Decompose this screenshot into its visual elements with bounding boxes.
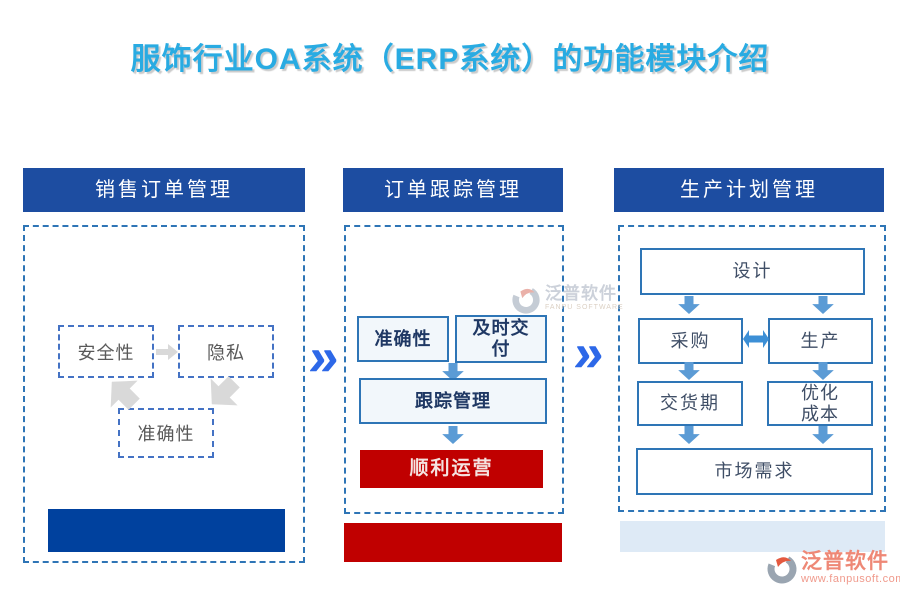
box-privacy: 隐私 xyxy=(178,325,274,378)
panel-production-plan: 设计 采购 生产 交货期 优化成本 市场需求 xyxy=(618,225,886,512)
column-header-order-tracking: 订单跟踪管理 xyxy=(343,168,563,212)
arrow-down-icon xyxy=(678,426,700,444)
column-header-production-plan: 生产计划管理 xyxy=(614,168,884,212)
double-chevron-icon: » xyxy=(570,323,608,383)
box-accuracy: 准确性 xyxy=(357,316,449,362)
box-accuracy: 准确性 xyxy=(118,408,214,458)
arrow-down-icon xyxy=(678,296,700,314)
page-title: 服饰行业OA系统（ERP系统）的功能模块介绍 xyxy=(130,43,770,76)
box-timely-delivery-label: 及时交付 xyxy=(472,318,530,359)
box-cost-optimization: 优化成本 xyxy=(767,381,873,426)
watermark-brand: 泛普软件 xyxy=(801,550,889,573)
arrow-down-icon xyxy=(678,362,700,380)
production-footer-bar xyxy=(620,521,885,552)
box-timely-delivery: 及时交付 xyxy=(455,315,547,363)
box-market-demand: 市场需求 xyxy=(636,448,873,495)
watermark-center: 泛普软件 FANPU SOFTWARE xyxy=(511,284,624,314)
panel-sales-order: 安全性 隐私 准确性 xyxy=(23,225,305,563)
arrow-up-left-icon xyxy=(110,380,140,410)
sales-footer-bar xyxy=(48,509,285,552)
arrow-down-icon xyxy=(812,362,834,380)
arrow-down-icon xyxy=(442,363,464,381)
arrow-right-icon xyxy=(156,344,178,360)
box-delivery-time: 交货期 xyxy=(637,381,743,426)
fanpu-logo-icon xyxy=(512,286,540,314)
box-design: 设计 xyxy=(640,248,865,295)
arrow-down-icon xyxy=(812,426,834,444)
column-header-sales-order: 销售订单管理 xyxy=(23,168,305,212)
arrow-down-icon xyxy=(812,296,834,314)
box-safety: 安全性 xyxy=(58,325,154,378)
arrow-down-left-icon xyxy=(210,376,240,406)
watermark-corner: 泛普软件 www.fanpusoft.com xyxy=(766,551,900,585)
box-smooth-operation: 顺利运营 xyxy=(360,450,543,488)
box-cost-optimization-label: 优化成本 xyxy=(801,382,839,424)
tracking-footer-bar xyxy=(344,523,562,562)
watermark-brand: 泛普软件 xyxy=(545,284,617,303)
panel-order-tracking: 准确性 及时交付 跟踪管理 顺利运营 xyxy=(344,225,564,514)
watermark-url: www.fanpusoft.com xyxy=(801,573,900,585)
double-chevron-icon: » xyxy=(305,327,343,387)
box-production: 生产 xyxy=(768,318,873,364)
arrow-left-right-icon xyxy=(743,330,769,348)
fanpu-logo-icon xyxy=(767,554,797,584)
arrow-down-icon xyxy=(442,426,464,444)
watermark-caption: FANPU SOFTWARE xyxy=(545,304,624,311)
box-tracking-management: 跟踪管理 xyxy=(359,378,547,424)
box-procurement: 采购 xyxy=(638,318,743,364)
